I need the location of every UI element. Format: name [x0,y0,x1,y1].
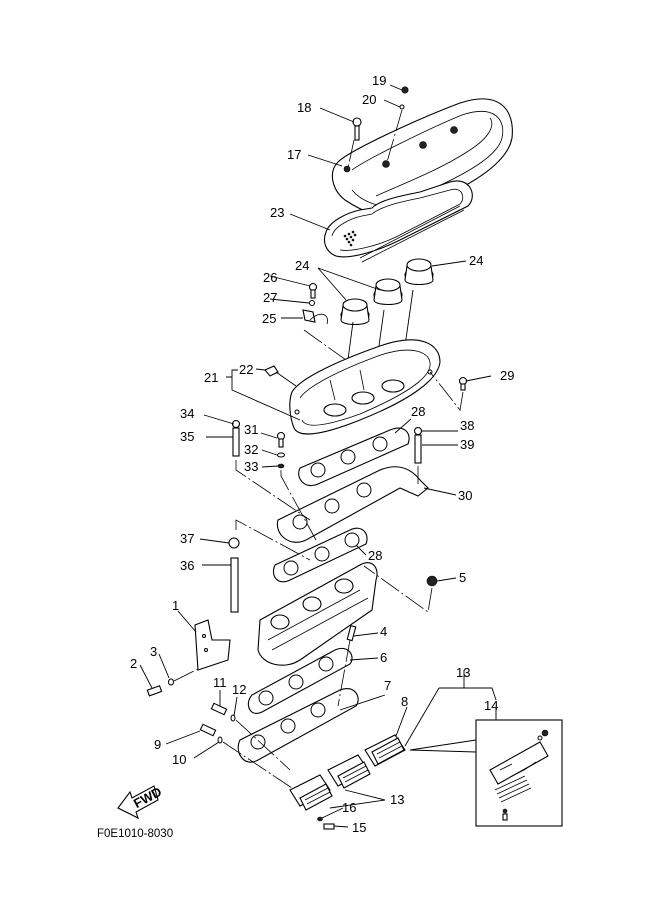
callout-17: 17 [287,147,301,162]
funnel-24-a[interactable] [340,298,370,326]
callout-12: 12 [232,682,246,697]
callout-3: 3 [150,644,157,659]
screw-15[interactable] [323,823,335,830]
callout-22: 22 [239,362,253,377]
funnel-24-b[interactable] [373,278,403,306]
fwd-label: FWD [131,784,164,811]
washer-12[interactable] [230,714,236,722]
callout-18: 18 [297,100,311,115]
clip-25[interactable] [302,309,328,325]
callout-29: 29 [500,368,514,383]
callout-36: 36 [180,558,194,573]
vent-holes [343,230,357,247]
callout-5: 5 [459,570,466,585]
nut-38[interactable] [413,426,423,436]
callout-24-right: 24 [469,253,483,268]
callout-11: 11 [213,675,227,690]
bolt-18[interactable] [352,117,362,141]
callout-28-upper: 28 [411,404,425,419]
bolt-29[interactable] [458,376,468,391]
drawing-code: F0E1010-8030 [97,828,173,840]
callout-37: 37 [180,531,194,546]
callout-23: 23 [270,205,284,220]
washer-27[interactable] [309,300,315,306]
reed-valve-13-a[interactable] [299,783,333,811]
fwd-arrow-icon: FWD [117,784,164,820]
callout-2: 2 [130,656,137,671]
callout-4: 4 [380,624,387,639]
washer-33[interactable] [277,463,285,469]
gasket-28-lower[interactable] [272,527,368,583]
callout-32: 32 [244,442,258,457]
reed-valve-plate-7[interactable] [237,688,359,763]
callout-39: 39 [460,437,474,452]
callout-15: 15 [352,820,366,835]
callout-20: 20 [362,92,376,107]
washer-20[interactable] [399,104,405,110]
cylinder-head[interactable] [257,562,378,666]
callout-14: 14 [484,698,498,713]
stud-39[interactable] [414,434,422,464]
stud-4[interactable] [346,625,357,642]
cover-17[interactable] [331,98,513,218]
callout-28-lower: 28 [368,548,382,563]
gasket-28-upper[interactable] [298,427,410,486]
reed-valve-13-b[interactable] [337,761,371,789]
bolt-11[interactable] [210,702,228,716]
stud-35[interactable] [232,427,240,457]
funnel-24-c[interactable] [404,258,434,286]
washer-10[interactable] [217,736,223,744]
callout-8: 8 [401,694,408,709]
screw-19[interactable] [401,86,409,94]
callout-31: 31 [244,422,258,437]
washer-32[interactable] [277,452,285,458]
callout-10: 10 [172,752,186,767]
callout-13-bottom: 13 [390,792,404,807]
nut-5[interactable] [426,575,438,587]
callout-25: 25 [262,311,276,326]
callout-24-left: 24 [295,258,309,273]
gasket-23[interactable] [323,180,473,263]
reed-valve-13-c[interactable] [371,737,405,765]
callout-35: 35 [180,429,194,444]
callout-34: 34 [180,406,194,421]
bolt-2[interactable] [146,685,163,697]
callout-6: 6 [380,650,387,665]
callout-7: 7 [384,678,391,693]
callout-26: 26 [263,270,277,285]
callout-1: 1 [172,598,179,613]
fitting-22[interactable] [264,365,279,377]
pipe-36[interactable] [230,557,239,613]
bolt-31[interactable] [276,431,286,448]
bolt-9[interactable] [199,723,217,737]
washer-16[interactable] [317,816,323,822]
intake-silencer-21[interactable] [289,339,441,435]
gasket-6[interactable] [247,647,353,714]
callout-30: 30 [458,488,472,503]
callout-13-top: 13 [456,665,470,680]
callout-labels: 1 2 3 4 5 6 7 8 9 10 11 12 13 13 14 15 1… [130,73,514,835]
callout-9: 9 [154,737,161,752]
leader-lines [139,84,497,828]
callout-33: 33 [244,459,258,474]
callout-16: 16 [342,800,356,815]
callout-21: 21 [204,370,218,385]
callout-38: 38 [460,418,474,433]
clamp-37[interactable] [228,537,240,549]
callout-27: 27 [263,290,277,305]
reed-valve-kit-14-box[interactable] [475,719,563,827]
bracket-1[interactable] [194,619,231,671]
washer-3[interactable] [168,678,174,686]
plate-30[interactable] [276,466,429,543]
callout-19: 19 [372,73,386,88]
bolt-26[interactable] [308,282,318,299]
